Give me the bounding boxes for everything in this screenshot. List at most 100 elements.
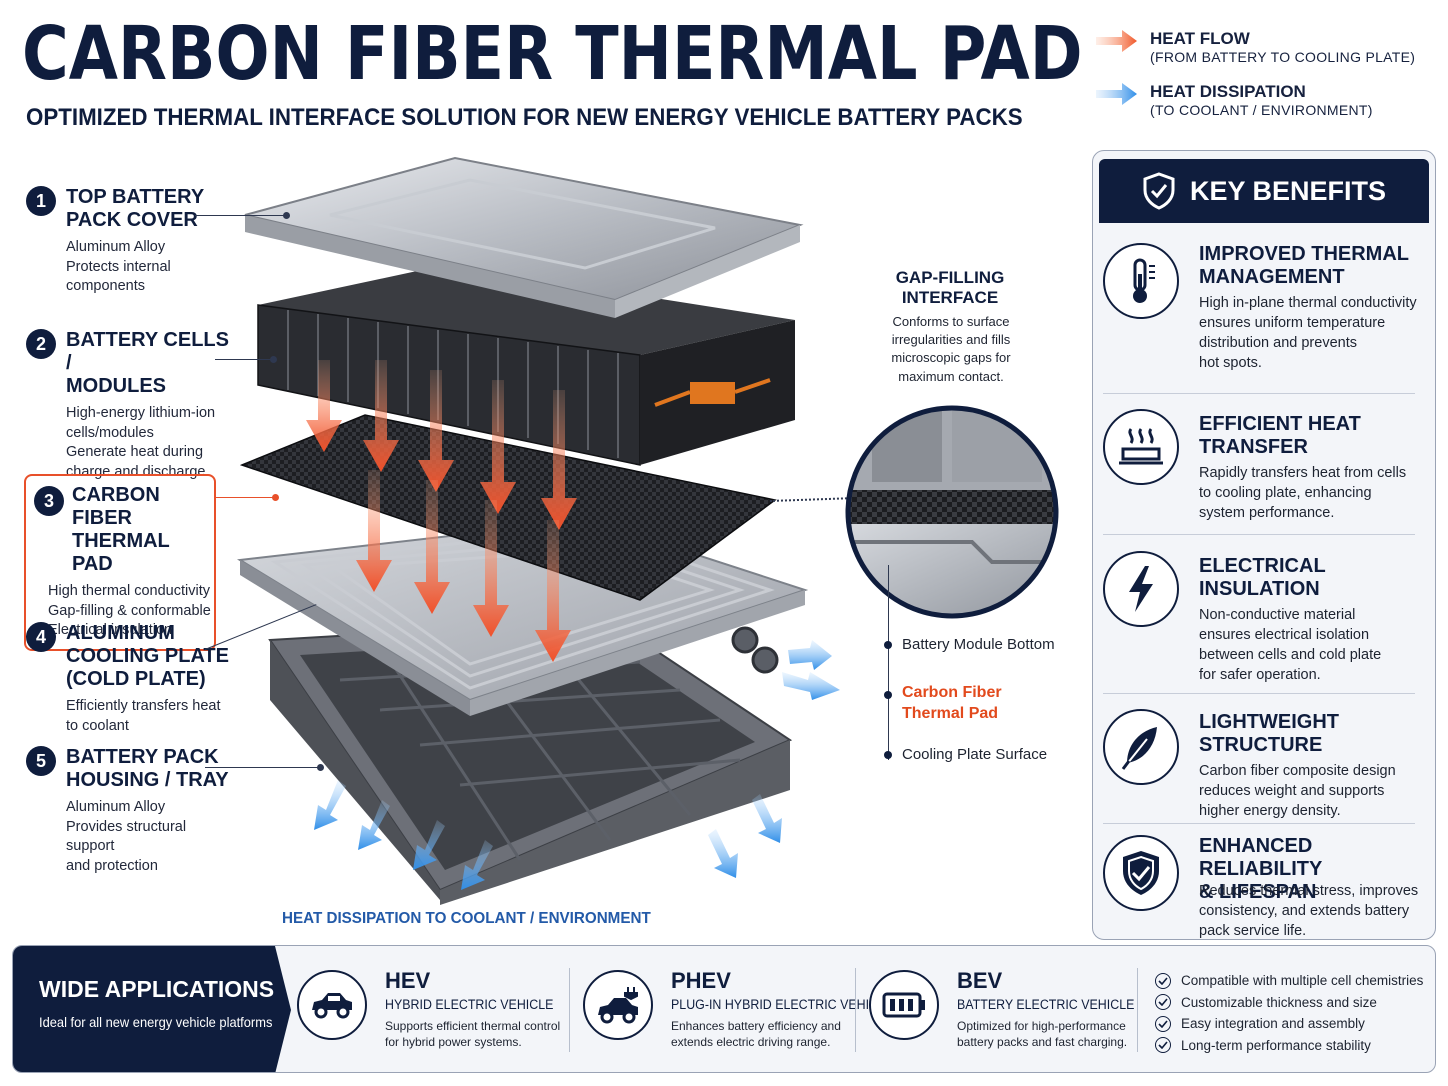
zoom-label-cooling-plate-text: Cooling Plate Surface bbox=[902, 746, 1048, 763]
key-benefits-header: KEY BENEFITS bbox=[1099, 159, 1429, 223]
callout-title: ALUMINUM COOLING PLATE (COLD PLATE) bbox=[66, 622, 229, 690]
checklist-item: Easy integration and assembly bbox=[1155, 1013, 1423, 1035]
heat-flow-arrow-icon bbox=[1096, 30, 1137, 52]
application-separator bbox=[855, 968, 856, 1052]
leader-line bbox=[205, 767, 320, 768]
wide-applications-bar: WIDE APPLICATIONS Ideal for all new ener… bbox=[12, 945, 1436, 1073]
car-icon bbox=[297, 970, 367, 1040]
application-full-name: BATTERY ELECTRIC VEHICLE bbox=[957, 997, 1135, 1012]
legend-heat-dissipation: HEAT DISSIPATION (TO COOLANT / ENVIRONME… bbox=[1096, 81, 1373, 120]
gap-filling-description: Conforms to surface irregularities and f… bbox=[891, 314, 1011, 384]
benefit-title: ENHANCED RELIABILITY & LIFESPAN bbox=[1199, 835, 1323, 903]
application-description: Enhances battery efficiency and extends … bbox=[671, 1019, 841, 1050]
zoom-label-thermal-pad: Carbon Fiber Thermal Pad bbox=[884, 683, 1002, 725]
application-description: Supports efficient thermal control for h… bbox=[385, 1019, 561, 1050]
benefit-description: Non-conductive material ensures electric… bbox=[1199, 607, 1382, 683]
callout-number: 5 bbox=[26, 746, 56, 776]
applications-title: WIDE APPLICATIONS bbox=[39, 976, 275, 1002]
application-description: Optimized for high-performance battery p… bbox=[957, 1019, 1128, 1050]
callout-description: Aluminum Alloy Provides structural suppo… bbox=[66, 799, 187, 874]
benefit-description: Rapidly transfers heat from cells to coo… bbox=[1199, 465, 1407, 521]
zoom-label-thermal-pad-text: Carbon Fiber Thermal Pad bbox=[902, 684, 1002, 722]
callout-title: BATTERY CELLS / MODULES bbox=[66, 329, 229, 397]
application-full-name: PLUG-IN HYBRID ELECTRIC VEHICLE bbox=[671, 997, 894, 1012]
leader-line bbox=[195, 215, 285, 216]
callout-number: 1 bbox=[26, 186, 56, 216]
checklist-text: Easy integration and assembly bbox=[1181, 1016, 1365, 1032]
plug-in-car-icon bbox=[583, 970, 653, 1040]
callout-title: BATTERY PACK HOUSING / TRAY bbox=[66, 746, 229, 791]
callout-title: CARBON FIBER THERMAL PAD bbox=[72, 484, 170, 575]
page-subtitle: OPTIMIZED THERMAL INTERFACE SOLUTION FOR… bbox=[26, 104, 1023, 131]
benefit-title: IMPROVED THERMAL MANAGEMENT bbox=[1199, 243, 1409, 288]
battery-pack-exploded-illustration bbox=[236, 156, 840, 905]
application-name: HEV bbox=[385, 968, 431, 993]
zoom-label-module-bottom: Battery Module Bottom bbox=[884, 636, 1055, 653]
battery-cells-modules bbox=[257, 265, 795, 466]
benefit-separator bbox=[1103, 693, 1415, 694]
battery-housing-tray bbox=[268, 618, 793, 905]
zoom-label-line bbox=[888, 565, 889, 760]
callout-description: Aluminum Alloy Protects internal compone… bbox=[66, 239, 171, 295]
heat-dissipation-arrow-icon bbox=[1096, 83, 1137, 105]
leader-dot bbox=[317, 764, 324, 771]
key-benefits-panel: KEY BENEFITS IMPROVED THERMAL MANAGEMENT… bbox=[1092, 150, 1436, 940]
application-name: BEV bbox=[957, 968, 1003, 993]
zoom-label-dot bbox=[884, 640, 892, 649]
lightning-icon bbox=[1103, 551, 1179, 627]
application-checklist: Compatible with multiple cell chemistrie… bbox=[1155, 970, 1423, 1056]
gap-filling-title: GAP-FILLING INTERFACE bbox=[895, 268, 1005, 308]
benefit-title: LIGHTWEIGHT STRUCTURE bbox=[1199, 711, 1339, 756]
callout-cooling-plate: 4 ALUMINUM COOLING PLATE (COLD PLATE) Ef… bbox=[26, 622, 236, 736]
heat-dissipation-arrows bbox=[314, 640, 840, 890]
benefit-separator bbox=[1103, 823, 1415, 824]
application-full-name: HYBRID ELECTRIC VEHICLE bbox=[385, 997, 554, 1012]
check-circle-icon bbox=[1155, 1015, 1171, 1032]
key-benefits-title: KEY BENEFITS bbox=[1189, 175, 1387, 206]
application-name: PHEV bbox=[671, 968, 731, 993]
application-separator bbox=[1137, 968, 1138, 1052]
callout-battery-cells: 2 BATTERY CELLS / MODULES High-energy li… bbox=[26, 329, 236, 482]
legend-heat-flow-label: HEAT FLOW bbox=[1150, 29, 1250, 48]
benefit-title: ELECTRICAL INSULATION bbox=[1199, 555, 1326, 600]
heat-transfer-icon bbox=[1103, 409, 1179, 485]
zoom-label-module-bottom-text: Battery Module Bottom bbox=[902, 636, 1055, 653]
zoom-label-cooling-plate: Cooling Plate Surface bbox=[884, 746, 1048, 763]
applications-header: WIDE APPLICATIONS Ideal for all new ener… bbox=[13, 946, 291, 1072]
leader-line bbox=[215, 359, 273, 360]
check-circle-icon bbox=[1155, 972, 1171, 989]
callout-carbon-fiber-pad: 3 CARBON FIBER THERMAL PAD High thermal … bbox=[24, 474, 216, 651]
callout-number: 3 bbox=[34, 486, 64, 516]
callout-title: TOP BATTERY PACK COVER bbox=[66, 186, 205, 231]
callout-housing-tray: 5 BATTERY PACK HOUSING / TRAY Aluminum A… bbox=[26, 746, 236, 876]
callout-description: Efficiently transfers heat to coolant bbox=[66, 698, 221, 734]
checklist-text: Customizable thickness and size bbox=[1181, 994, 1377, 1010]
legend-heat-dissipation-label: HEAT DISSIPATION bbox=[1150, 82, 1306, 101]
legend-heat-flow: HEAT FLOW (FROM BATTERY TO COOLING PLATE… bbox=[1096, 28, 1415, 67]
check-circle-icon bbox=[1155, 994, 1171, 1011]
checklist-item: Compatible with multiple cell chemistrie… bbox=[1155, 970, 1423, 992]
checklist-item: Customizable thickness and size bbox=[1155, 992, 1423, 1014]
benefit-separator bbox=[1103, 534, 1415, 535]
application-separator bbox=[569, 968, 570, 1052]
applications-subtitle: Ideal for all new energy vehicle platfor… bbox=[39, 1014, 273, 1030]
legend-heat-dissipation-sub: (TO COOLANT / ENVIRONMENT) bbox=[1150, 102, 1373, 119]
top-battery-pack-cover bbox=[244, 156, 804, 318]
checklist-text: Compatible with multiple cell chemistrie… bbox=[1181, 973, 1424, 989]
heat-flow-arrows bbox=[306, 360, 577, 662]
callout-description: High-energy lithium-ion cells/modules Ge… bbox=[66, 405, 216, 480]
benefit-description: Carbon fiber composite design reduces we… bbox=[1199, 763, 1396, 819]
callout-number: 2 bbox=[26, 329, 56, 359]
leader-dot bbox=[270, 356, 277, 363]
callout-description: High thermal conductivity Gap-filling & … bbox=[48, 583, 211, 639]
benefit-description: High in-plane thermal conductivity ensur… bbox=[1199, 295, 1417, 371]
page-title: CARBON FIBER THERMAL PAD bbox=[22, 11, 1083, 97]
benefit-description: Reduces thermal stress, improves consist… bbox=[1199, 883, 1419, 939]
zoom-label-dot bbox=[884, 691, 892, 699]
callout-top-cover: 1 TOP BATTERY PACK COVER Aluminum Alloy … bbox=[26, 186, 236, 297]
legend-heat-flow-sub: (FROM BATTERY TO COOLING PLATE) bbox=[1150, 49, 1416, 66]
checklist-item: Long-term performance stability bbox=[1155, 1035, 1423, 1057]
feather-icon bbox=[1103, 709, 1179, 785]
leader-dot bbox=[283, 212, 290, 219]
benefit-separator bbox=[1103, 393, 1415, 394]
